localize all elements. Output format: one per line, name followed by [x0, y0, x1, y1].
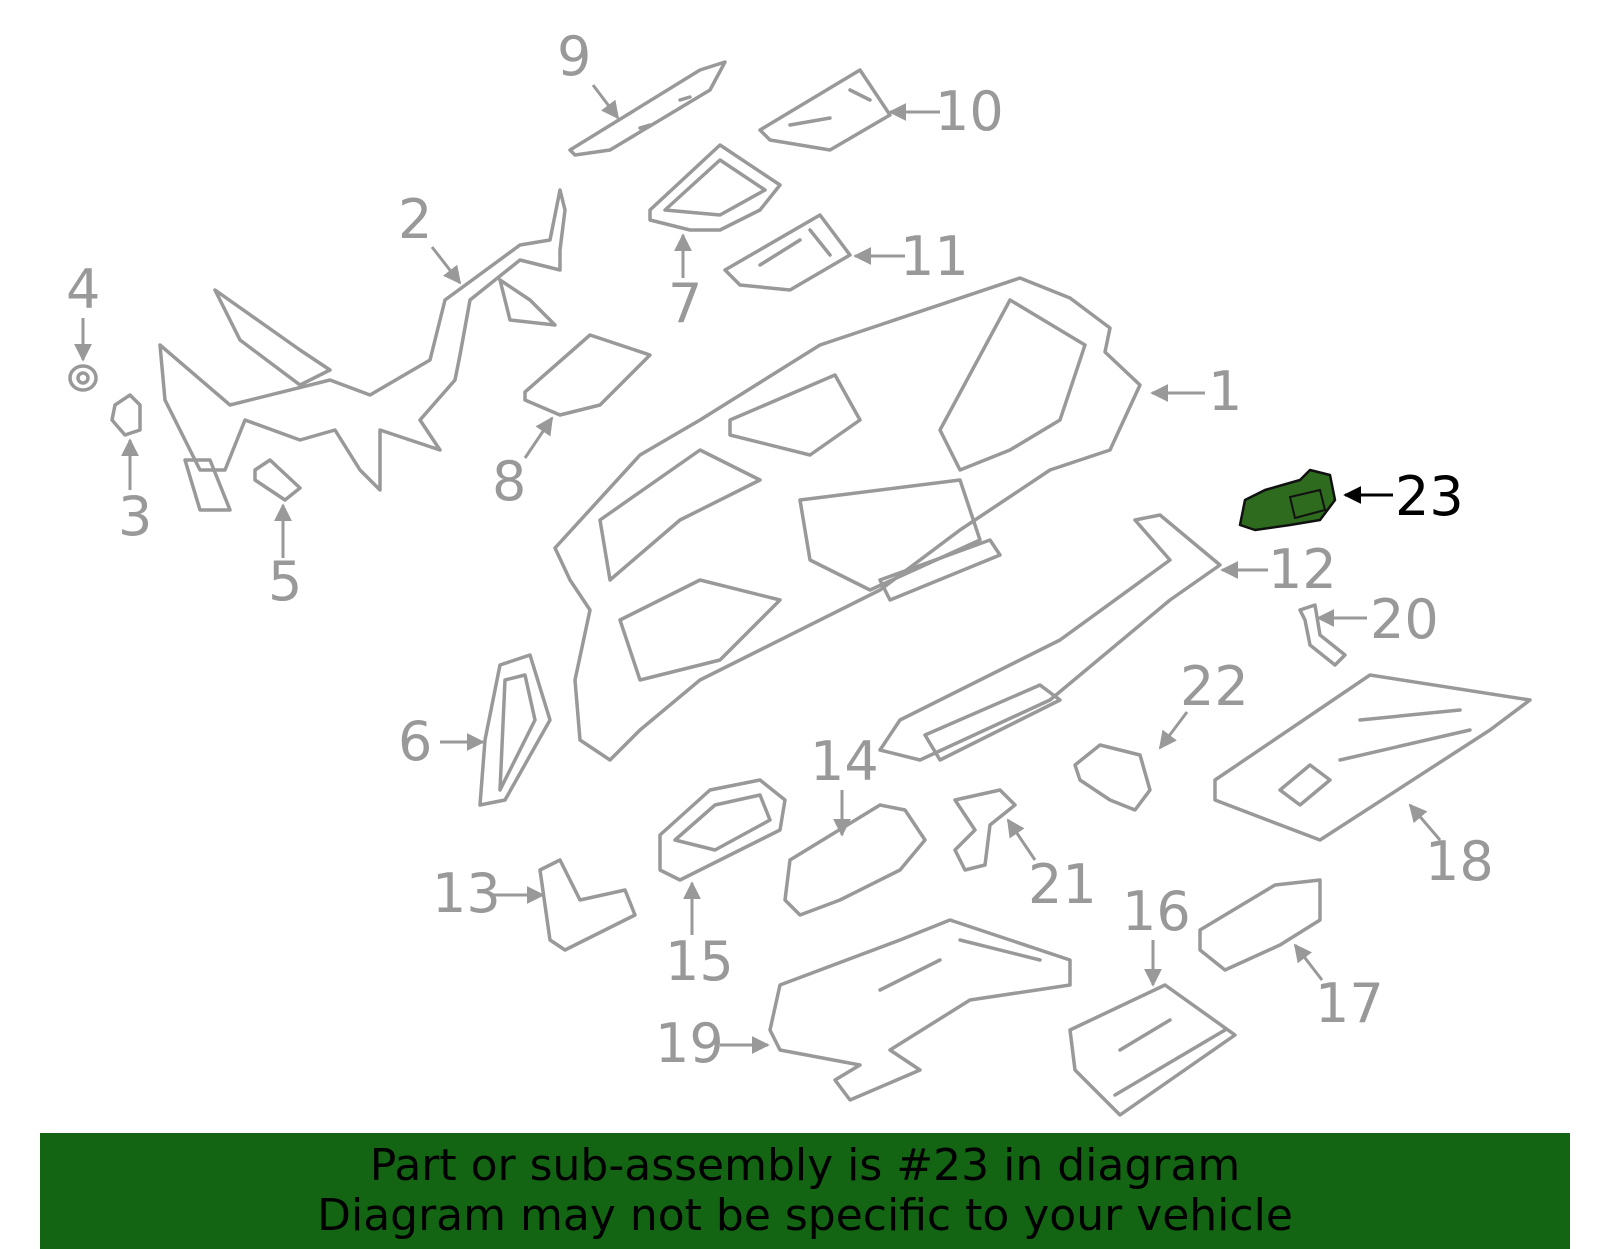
part-23-highlighted-module[interactable] — [1238, 468, 1337, 532]
callout-22: 22 — [1180, 655, 1249, 718]
callout-11: 11 — [900, 225, 969, 288]
callout-3: 3 — [118, 485, 152, 548]
callout-8: 8 — [492, 450, 526, 513]
part-19-under-panel — [768, 918, 1072, 1102]
part-12-trim-strip — [878, 513, 1222, 762]
part-16-glove-box — [1068, 983, 1237, 1117]
callout-5: 5 — [268, 550, 302, 613]
callout-14: 14 — [810, 730, 879, 793]
callout-19: 19 — [655, 1012, 724, 1075]
banner-line-disclaimer: Diagram may not be specific to your vehi… — [317, 1190, 1293, 1241]
callout-6: 6 — [398, 710, 432, 773]
part-20-small-bracket — [1298, 603, 1347, 667]
banner-line-part-number: Part or sub-assembly is #23 in diagram — [369, 1140, 1241, 1191]
callout-1: 1 — [1208, 360, 1242, 423]
part-11-control-panel — [723, 213, 852, 292]
callout-9: 9 — [557, 25, 591, 88]
callout-15: 15 — [665, 930, 734, 993]
callout-labels: 1 2 3 4 5 6 7 8 9 10 11 12 13 14 15 16 1… — [66, 25, 1494, 1075]
part-18-lower-panel — [1213, 673, 1532, 842]
arrow-8 — [523, 416, 554, 459]
part-17-trim — [1198, 878, 1322, 972]
callout-21: 21 — [1028, 853, 1097, 916]
part-2-cross-car-beam — [158, 188, 567, 512]
callout-17: 17 — [1315, 972, 1384, 1035]
callout-10: 10 — [935, 80, 1004, 143]
part-5-bracket — [253, 458, 302, 502]
arrow-17 — [1293, 943, 1324, 981]
part-7-display-trim — [648, 143, 782, 232]
part-4-grommet — [68, 364, 98, 392]
arrow-2 — [430, 246, 462, 285]
callout-23-highlighted: 23 — [1395, 465, 1464, 528]
leader-arrows — [74, 84, 1442, 1054]
callout-18: 18 — [1425, 830, 1494, 893]
callout-2: 2 — [398, 188, 432, 251]
arrow-21 — [1006, 818, 1037, 861]
arrow-22 — [1158, 711, 1189, 750]
arrow-18 — [1408, 803, 1442, 841]
arrow-9 — [591, 84, 620, 120]
callout-20: 20 — [1370, 588, 1439, 651]
part-13-bracket — [538, 858, 637, 952]
callout-4: 4 — [66, 258, 100, 321]
part-1-dashboard-panel — [553, 276, 1142, 762]
callout-7: 7 — [668, 272, 702, 335]
callout-12: 12 — [1268, 538, 1337, 601]
part-8-pad — [523, 333, 652, 417]
part-21-bracket — [953, 788, 1017, 872]
callout-16: 16 — [1122, 880, 1191, 943]
callout-13: 13 — [432, 862, 501, 925]
part-15-instrument-cluster — [658, 778, 787, 882]
part-3-clip — [110, 393, 142, 437]
part-14-cluster-housing — [783, 803, 927, 917]
part-22-bracket — [1073, 743, 1152, 812]
part-6-side-trim — [478, 653, 552, 807]
info-banner: Part or sub-assembly is #23 in diagram D… — [40, 1133, 1570, 1249]
part-10-vent-panel — [758, 68, 892, 152]
part-9-grille-strip — [568, 60, 727, 157]
